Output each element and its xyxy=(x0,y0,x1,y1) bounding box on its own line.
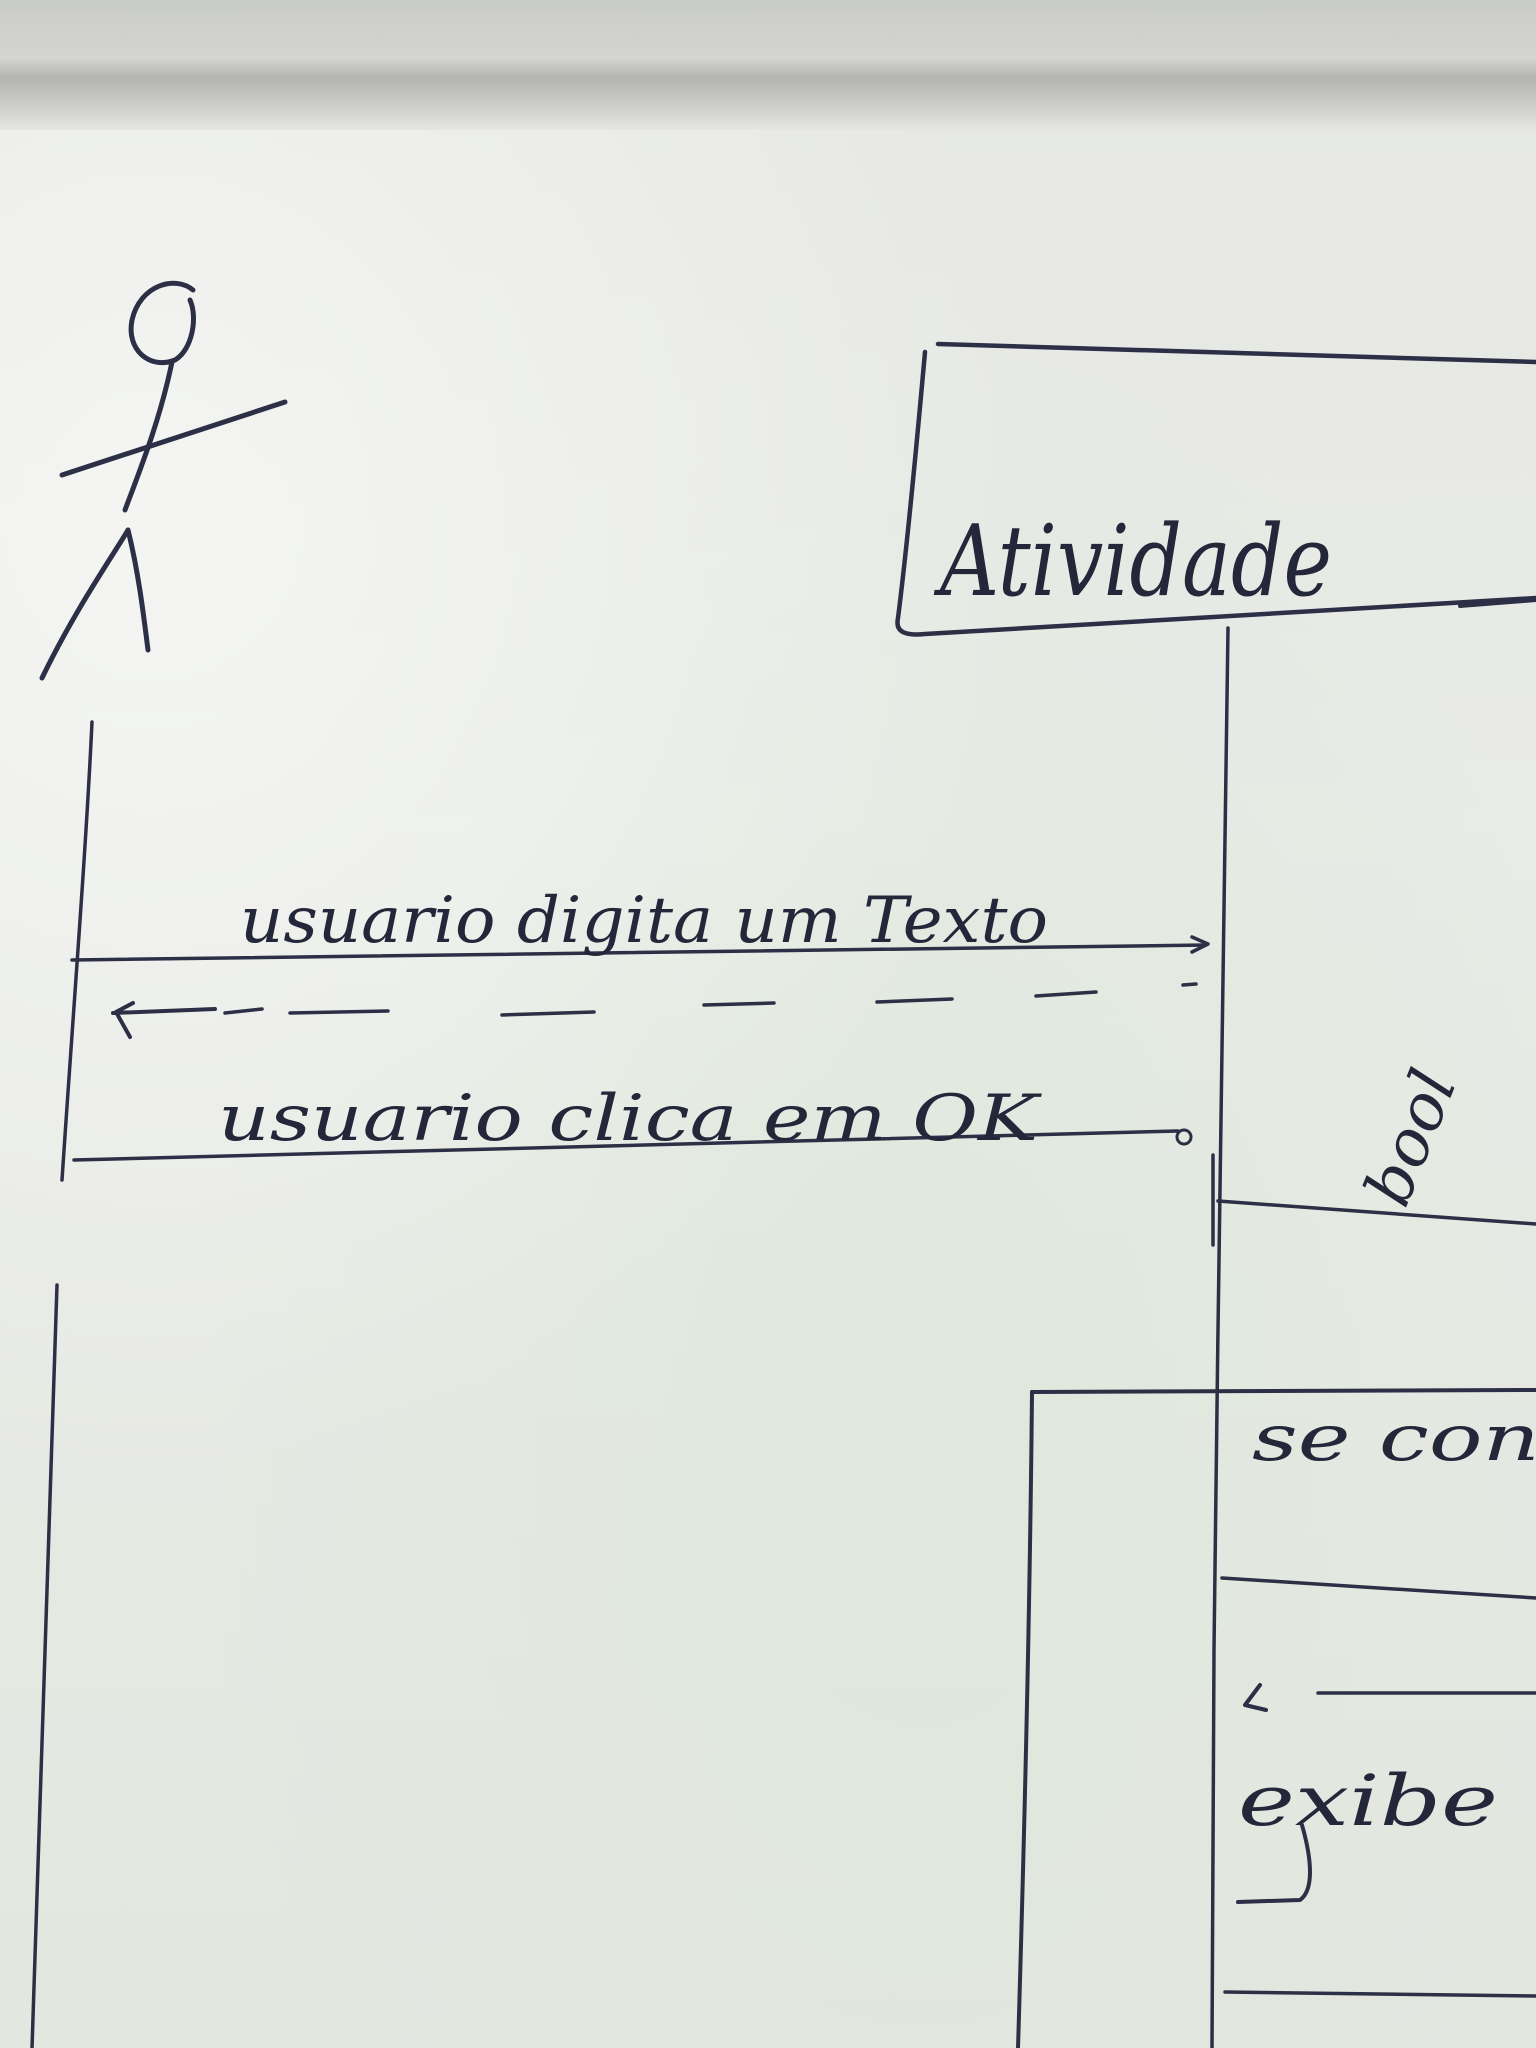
whiteboard-frame xyxy=(0,0,1536,130)
object-box xyxy=(895,341,1536,637)
actor-lifeline xyxy=(60,720,94,1182)
object-label: Atividade xyxy=(933,505,1332,619)
fragment-text: exibe xyxy=(1238,1760,1498,1842)
message-1-arrow xyxy=(70,935,1210,962)
fragment-box xyxy=(1016,1388,1536,2048)
actor-lifeline-lower xyxy=(30,1283,59,2048)
fragment-text-underline xyxy=(1236,1823,1312,1904)
fragment-guard: se con xyxy=(1252,1402,1536,1476)
message-1-label: usuario digita um Texto xyxy=(240,884,1048,958)
object-lifeline xyxy=(1210,626,1230,2048)
message-2-return-arrow xyxy=(111,982,1198,1039)
message-3-arrow xyxy=(72,1128,1193,1162)
self-message-line xyxy=(1216,1199,1536,1226)
actor-figure xyxy=(39,280,288,681)
side-label: bool xyxy=(1351,1060,1471,1216)
message-3-label: usuario clica em OK xyxy=(218,1082,1042,1156)
